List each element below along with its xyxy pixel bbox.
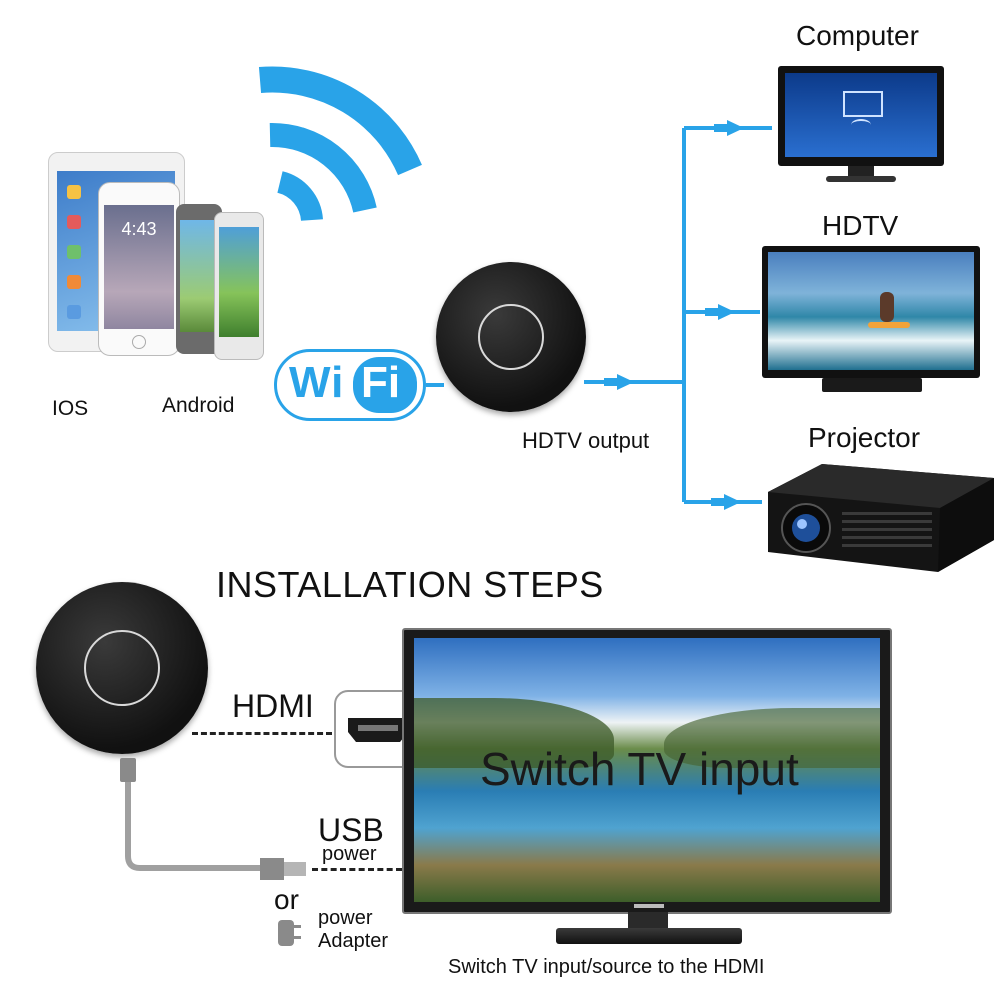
badge-to-device-line bbox=[426, 383, 444, 387]
iphone-clock: 4:43 bbox=[121, 219, 157, 239]
install-caption: Switch TV input/source to the HDMI bbox=[448, 956, 765, 978]
wireless-display-dongle bbox=[436, 262, 586, 412]
computer-monitor bbox=[778, 66, 944, 166]
dongle-ring bbox=[478, 304, 544, 370]
tv-stand-base bbox=[556, 928, 742, 944]
hdmi-label: HDMI bbox=[232, 688, 314, 724]
hdtv-output-label: HDTV output bbox=[522, 428, 650, 453]
tv-screen bbox=[414, 638, 880, 902]
installation-heading: INSTALLATION STEPS bbox=[216, 564, 604, 605]
hdtv-label: HDTV bbox=[822, 210, 899, 241]
computer-stand bbox=[848, 166, 874, 176]
android-label: Android bbox=[162, 394, 235, 417]
projector-device bbox=[768, 464, 994, 572]
wifi-badge-box: Fi bbox=[353, 357, 417, 413]
tv-overlay-text: Switch TV input bbox=[480, 743, 799, 795]
iphone-home-button bbox=[132, 335, 146, 349]
power-adapter-label-line1: power bbox=[318, 907, 373, 929]
tv-brand-logo bbox=[634, 904, 664, 908]
iphone-device: 4:43 bbox=[98, 182, 180, 356]
usb-power-label: power bbox=[322, 843, 377, 865]
usb-label: USB bbox=[318, 812, 384, 848]
hdmi-port-icon bbox=[348, 718, 408, 742]
surfer-figure bbox=[880, 292, 894, 322]
arrow-icon bbox=[718, 304, 735, 320]
arrow-icon bbox=[724, 494, 741, 510]
tv-stand-neck bbox=[628, 912, 668, 930]
hdtv-screen bbox=[768, 252, 974, 370]
computer-screen bbox=[785, 73, 937, 157]
iphone-screen: 4:43 bbox=[104, 205, 174, 329]
computer-label: Computer bbox=[796, 20, 919, 51]
computer-base bbox=[826, 176, 896, 182]
android-phone-2 bbox=[214, 212, 264, 360]
phones-group: 4:43 bbox=[48, 152, 268, 360]
arrow-icon bbox=[727, 120, 744, 136]
usb-dashed-line bbox=[312, 868, 402, 871]
projector-label: Projector bbox=[808, 422, 921, 453]
tv-bezel bbox=[402, 628, 892, 914]
arrow-icon bbox=[617, 374, 634, 390]
ios-label: IOS bbox=[52, 397, 89, 420]
hdmi-dashed-line bbox=[192, 732, 332, 735]
wifi-badge: Wi Fi bbox=[274, 349, 426, 421]
hdtv-base bbox=[822, 378, 922, 392]
wifi-badge-text-a: Wi bbox=[289, 358, 345, 407]
dongle-ring bbox=[84, 630, 160, 706]
power-adapter-label-line2: Adapter bbox=[318, 930, 389, 952]
hdtv-monitor bbox=[762, 246, 980, 378]
or-label: or bbox=[274, 884, 299, 915]
wifi-signal-icon bbox=[258, 66, 422, 222]
wireless-display-dongle-install bbox=[36, 582, 208, 754]
wifi-badge-text-b: Fi bbox=[361, 358, 401, 407]
power-adapter-icon bbox=[278, 920, 301, 946]
